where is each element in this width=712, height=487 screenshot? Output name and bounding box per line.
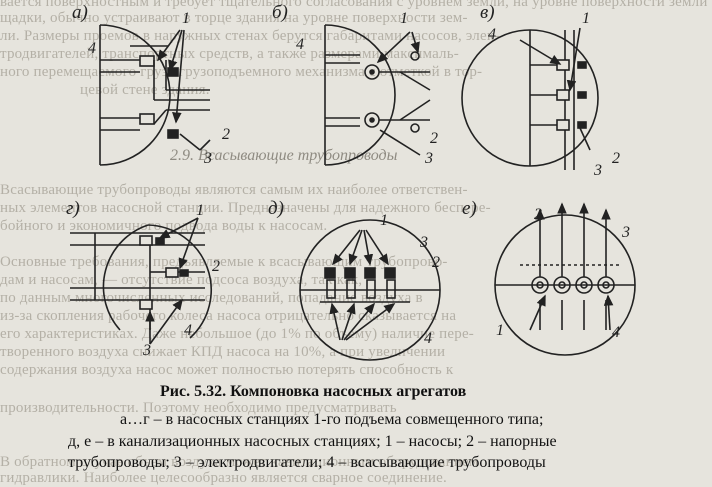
panel-v-drawing [461, 27, 599, 170]
callout-number: 4 [88, 40, 96, 57]
callout-number: 4 [488, 26, 496, 43]
callout-number: 4 [424, 330, 432, 347]
panel-label-e: е) [462, 198, 477, 219]
callout-number: 4 [184, 322, 192, 339]
panel-label-b: б) [272, 2, 288, 23]
bg-line: цевой стене здания. [80, 82, 210, 98]
bg-line: В обратном случае объем воздуха может ка… [0, 454, 479, 470]
bg-line: вается поверхностным и требует тщательно… [0, 0, 708, 10]
bg-line: щадки, обычно устраивают в торце здания … [0, 10, 468, 26]
callout-number: 2 [612, 150, 620, 167]
callout-number: 1 [380, 212, 388, 229]
bg-line: ли. Размеры проемов в наружных стенах бе… [0, 28, 500, 44]
panel-label-d: д) [268, 198, 284, 219]
callout-number: 2 [222, 126, 230, 143]
callout-number: 4 [612, 324, 620, 341]
callout-number: 2 [534, 206, 542, 223]
panel-a-drawing [99, 24, 211, 166]
callout-number: 3 [204, 150, 212, 167]
bg-line: Всасывающие трубопроводы являются самым … [0, 182, 468, 198]
panel-d-drawing [299, 219, 441, 361]
figure-caption-line: трубопроводы; 3 – электродвигатели; 4 – … [68, 454, 546, 471]
section-heading: 2.9. Всасывающие трубопроводы [170, 147, 398, 164]
callout-number: 3 [420, 234, 428, 251]
figure-caption-line: д, е – в канализационных насосных станци… [68, 433, 557, 450]
callout-number: 2 [212, 258, 220, 275]
bg-line: производительности. Поэтому необходимо п… [0, 400, 397, 416]
callout-number: 3 [143, 342, 151, 359]
panel-g-drawing [70, 217, 212, 345]
bg-line: содержания воздуха насос может полностью… [0, 362, 454, 378]
callout-number: 1 [196, 202, 204, 219]
panel-label-v: в) [480, 2, 495, 23]
callout-number: 1 [400, 10, 408, 27]
bg-line: ных элементов насосной станции. Предназн… [0, 200, 491, 216]
callout-number: 3 [594, 162, 602, 179]
figure-caption-line: а…г – в насосных станциях 1-го подъема с… [120, 411, 544, 428]
bg-line: ного перемещаемого груза грузоподъемного… [0, 64, 483, 80]
callout-number: 1 [582, 10, 590, 27]
panel-label-a: а) [72, 2, 88, 23]
bg-line: дам и насосам, — отсутствие подсоса возд… [0, 272, 363, 288]
figure-caption-title: Рис. 5.32. Компоновка насосных агрегатов [160, 383, 467, 400]
bg-line: тродвигателей, транспортных средств, а т… [0, 46, 459, 62]
callout-number: 4 [296, 36, 304, 53]
bg-line: из-за скопления рабочего колеса насоса о… [0, 308, 457, 324]
callout-number: 2 [430, 130, 438, 147]
panel-label-g: г) [66, 198, 80, 219]
callout-number: 3 [425, 150, 433, 167]
panel-e-drawing [494, 202, 636, 356]
callout-number: 3 [622, 224, 630, 241]
bg-line: бойного и экономичного подвода воды к на… [0, 218, 328, 234]
callout-number: 2 [432, 254, 440, 271]
callout-number: 1 [182, 10, 190, 27]
bg-line: творенного воздуха снижает КПД насоса на… [0, 344, 446, 360]
callout-number: 1 [496, 322, 504, 339]
bg-line: гидравлики. Наиболее целесообразно являе… [0, 470, 447, 486]
bg-line: его характеристиках. Даже небольшое (до … [0, 326, 474, 342]
panel-b-drawing [324, 24, 431, 166]
